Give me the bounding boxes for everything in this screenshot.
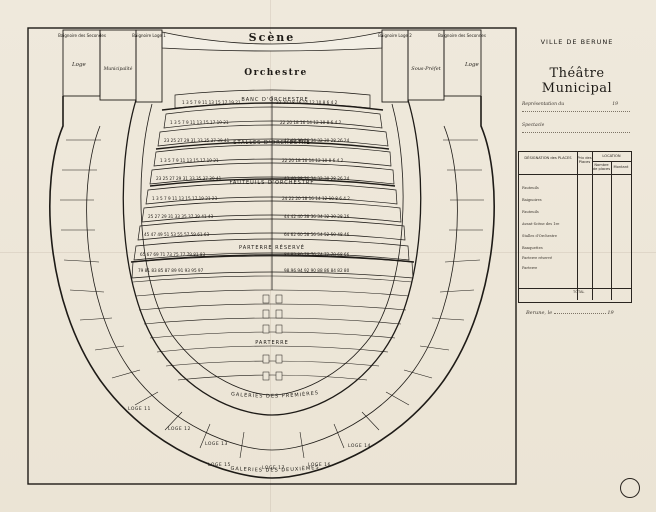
- svg-text:44 42 40 38 36 34 32 30 28 26: 44 42 40 38 36 34 32 30 28 26: [284, 214, 350, 219]
- left-boxes: Baignoire des Secondes Loge Municipalité…: [58, 29, 166, 103]
- date-field[interactable]: Berune, le 19: [526, 310, 614, 316]
- date-year: 19: [607, 310, 614, 316]
- category-row: Stalles d'Orchestre: [522, 234, 558, 238]
- spectacle-label: Spectacle: [522, 123, 545, 128]
- table-subheader-nombre: Nombre de places: [592, 163, 611, 171]
- date-label: Berune, le: [526, 310, 553, 316]
- category-row: Avant-Scène des 1re: [522, 222, 560, 226]
- parterre-label: PARTERRE: [255, 340, 289, 346]
- box-left-top-label: Baignoire des Secondes: [58, 33, 106, 38]
- svg-text:65 67 69 71 73 75 77 79 81 83: 65 67 69 71 73 75 77 79 81 83: [140, 252, 206, 257]
- banc-orchestre-label: BANC D'ORCHESTRE: [241, 97, 308, 103]
- svg-text:42 40 38 36 34 32 30 28 26 24: 42 40 38 36 34 32 30 28 26 24: [284, 138, 350, 143]
- loge-label: LOGE 12: [168, 426, 191, 432]
- horseshoe-outlines: [49, 96, 495, 479]
- svg-text:25 27 29 31 33 35 37 39 41 43: 25 27 29 31 33 35 37 39 41 43: [148, 214, 214, 219]
- loge-label: LOGE 11: [128, 406, 151, 412]
- svg-text:1 3 5 7 9 11 13 15 17 19 21: 1 3 5 7 9 11 13 15 17 19 21: [182, 100, 241, 105]
- svg-text:23 25 27 29 31 33 35 37 39 41: 23 25 27 29 31 33 35 37 39 41: [156, 176, 222, 181]
- representation-label: Représentation du: [522, 102, 565, 107]
- bottom-loges: LOGE 11 LOGE 12 LOGE 13 LOGE 17 LOGE 16 …: [128, 406, 371, 471]
- svg-text:1 3 5 7 9 11 13 15 17 19 21: 1 3 5 7 9 11 13 15 17 19 21: [160, 158, 219, 163]
- svg-text:23 25 27 29 31 33 35 37 39 41: 23 25 27 29 31 33 35 37 39 41: [164, 138, 230, 143]
- fauteuils-label: FAUTEUILS D'ORCHESTRE: [229, 180, 314, 186]
- archive-stamp: [620, 478, 640, 498]
- aisle-posts: [262, 294, 283, 381]
- parterre-reserve-label: PARTERRE RÉSERVÉ: [239, 243, 305, 251]
- category-row: Parterre: [522, 266, 538, 270]
- box-left-loge-label: Loge: [71, 62, 86, 68]
- loge-label: LOGE 17: [262, 465, 285, 471]
- booking-form: VILLE DE BERUNE Théâtre Municipal Représ…: [518, 28, 636, 488]
- loge-label: LOGE 16: [308, 462, 331, 468]
- representation-year: 19: [612, 102, 618, 107]
- right-boxes: Baignoire Loge 2 Sous-Préfet Baignoire d…: [378, 29, 486, 103]
- box-right-loge-label: Loge: [464, 62, 479, 68]
- svg-text:1 3 5 7 9 11 13 15 17 19 21: 1 3 5 7 9 11 13 15 17 19 21: [170, 120, 229, 125]
- price-table: DÉSIGNATION des PLACES Prix des Places L…: [518, 151, 632, 303]
- loge-label: LOGE 15: [208, 462, 231, 468]
- svg-text:22 20 18 16 14 12 10 8 6 4 2: 22 20 18 16 14 12 10 8 6 4 2: [280, 120, 342, 125]
- seat-numbers: 1 3 5 7 9 11 13 15 17 19 21 22 20 18 16 …: [138, 100, 350, 273]
- svg-text:45 47 49 51 53 55 57 59 61 63: 45 47 49 51 53 55 57 59 61 63: [144, 232, 210, 237]
- table-header-prix: Prix des Places: [577, 156, 592, 164]
- table-subheader-montant: Montant: [613, 165, 629, 169]
- box-right-top-label: Baignoire des Secondes: [438, 33, 486, 38]
- category-row: Fauteuils: [522, 210, 539, 214]
- table-header-location: LOCATION: [602, 154, 621, 158]
- svg-text:79 81 83 85 87 89 91 93 95 97: 79 81 83 85 87 89 91 93 95 97: [138, 268, 204, 273]
- box-baignoire-left-label: Baignoire Loge 1: [132, 33, 166, 38]
- box-sous-prefet-label: Sous-Préfet: [411, 65, 441, 72]
- loge-label: LOGE 13: [205, 441, 228, 447]
- category-row: Fauteuils: [522, 186, 539, 190]
- orchestra-rows: [131, 89, 414, 279]
- box-baignoire-right-label: Baignoire Loge 2: [378, 33, 412, 38]
- parterre-benches: [132, 275, 413, 381]
- svg-text:84 82 80 78 76 74 72 70 68 66: 84 82 80 78 76 74 72 70 68 66: [284, 252, 350, 257]
- stalles-label: STALLES D'ORCHESTRE: [233, 140, 310, 146]
- total-label: TOTAL: [573, 290, 585, 294]
- box-municipalite-label: Municipalité: [103, 65, 133, 72]
- stage-label: Scène: [249, 31, 296, 44]
- category-row: Parterre réservé: [522, 256, 553, 260]
- table-header-designation: DÉSIGNATION des PLACES: [524, 156, 572, 160]
- galeries-deuxiemes-label: GALERIES DES DEUXIÈMES: [230, 464, 320, 474]
- category-row: Baignoires: [522, 198, 542, 202]
- plan-border: [27, 27, 517, 485]
- svg-text:24 22 20 18 16 14 12 10 8 6 4: 24 22 20 18 16 14 12 10 8 6 4 2: [282, 196, 350, 201]
- spectacle-field[interactable]: Spectacle: [522, 123, 630, 133]
- loge-dividers: [60, 139, 484, 459]
- theatre-title: Théâtre Municipal: [541, 66, 613, 96]
- fold-line: [0, 252, 656, 253]
- galeries-premieres-label: GALERIES DES PREMIÈRES: [231, 390, 320, 400]
- svg-text:64 62 60 58 56 54 52 50 48 46: 64 62 60 58 56 54 52 50 48 46: [284, 232, 350, 237]
- svg-text:1 3 5 7 9 11 13 15 17 19 21 23: 1 3 5 7 9 11 13 15 17 19 21 23: [152, 196, 218, 201]
- svg-text:22 20 18 16 14 12 10 8 6 4 2: 22 20 18 16 14 12 10 8 6 4 2: [276, 100, 338, 105]
- city-title: VILLE DE BERUNE: [540, 38, 614, 46]
- representation-field[interactable]: Représentation du 19: [522, 102, 630, 112]
- svg-text:42 40 38 36 34 32 30 28 26 24: 42 40 38 36 34 32 30 28 26 24: [284, 176, 350, 181]
- svg-text:98 96 94 92 90 88 86 84 82 80: 98 96 94 92 90 88 86 84 82 80: [284, 268, 350, 273]
- category-row: Banquettes: [522, 246, 543, 250]
- svg-text:22 20 18 16 14 12 10 8 6 4 2: 22 20 18 16 14 12 10 8 6 4 2: [282, 158, 344, 163]
- orchestra-label: Orchestre: [244, 68, 308, 78]
- loge-label: LOGE 14: [348, 443, 371, 449]
